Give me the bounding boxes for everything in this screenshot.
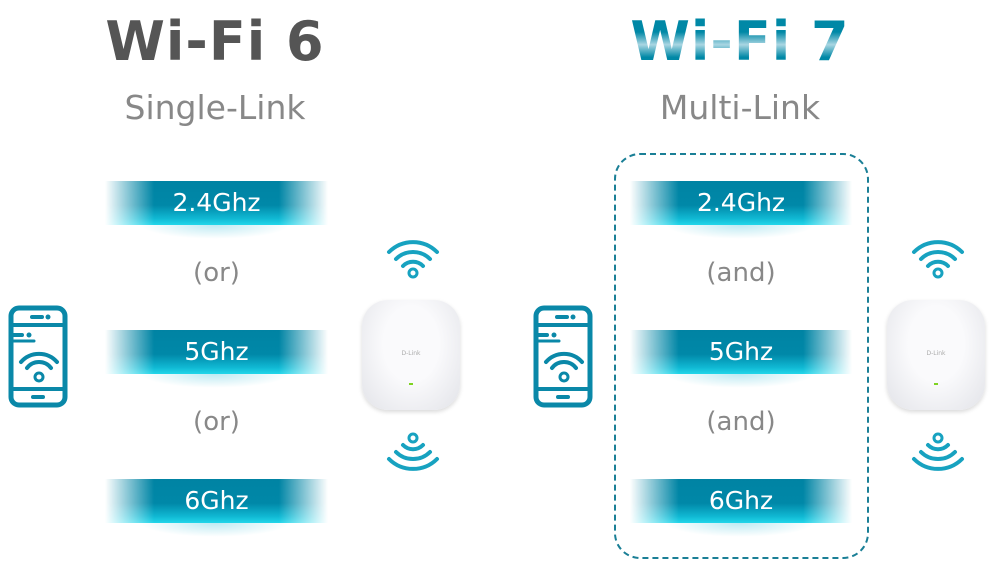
- wifi7-band-6ghz: 6Ghz: [630, 479, 852, 523]
- multi-link-group-outline: [614, 153, 869, 559]
- wifi6-band-5ghz: 5Ghz: [105, 330, 328, 374]
- wifi-signal-icon: [912, 432, 964, 471]
- wifi6-connector: (or): [193, 258, 240, 288]
- wifi6-band-6ghz: 6Ghz: [105, 479, 328, 523]
- wifi6-band-2-4ghz: 2.4Ghz: [105, 181, 328, 225]
- band-glow: [140, 374, 290, 388]
- band-glow: [140, 225, 290, 239]
- wifi7-subtitle: Multi-Link: [659, 88, 821, 127]
- band-glow: [140, 523, 290, 537]
- smartphone-wifi-icon: [533, 305, 595, 410]
- status-led: [934, 383, 938, 385]
- smartphone-wifi-icon: [8, 305, 70, 410]
- band-glow: [665, 225, 815, 239]
- wifi-signal-icon: [912, 240, 964, 279]
- wifi7-band-2-4ghz: 2.4Ghz: [630, 181, 852, 225]
- wifi7-title: Wi-Fi 7: [590, 10, 890, 73]
- wifi6-title: Wi-Fi 6: [105, 10, 325, 73]
- brand-logo: D-Link: [926, 350, 946, 357]
- brand-logo: D-Link: [401, 350, 421, 357]
- status-led: [409, 383, 413, 385]
- wifi7-connector: (and): [706, 407, 776, 437]
- wifi7-band-5ghz: 5Ghz: [630, 330, 852, 374]
- wifi7-connector: (and): [706, 258, 776, 288]
- wifi-signal-icon: [387, 240, 439, 279]
- access-point-image: D-Link: [887, 300, 985, 410]
- band-glow: [665, 374, 815, 388]
- access-point-image: D-Link: [362, 300, 460, 410]
- wifi6-subtitle: Single-Link: [124, 88, 306, 127]
- wifi6-connector: (or): [193, 407, 240, 437]
- band-glow: [665, 523, 815, 537]
- wifi-signal-icon: [387, 432, 439, 471]
